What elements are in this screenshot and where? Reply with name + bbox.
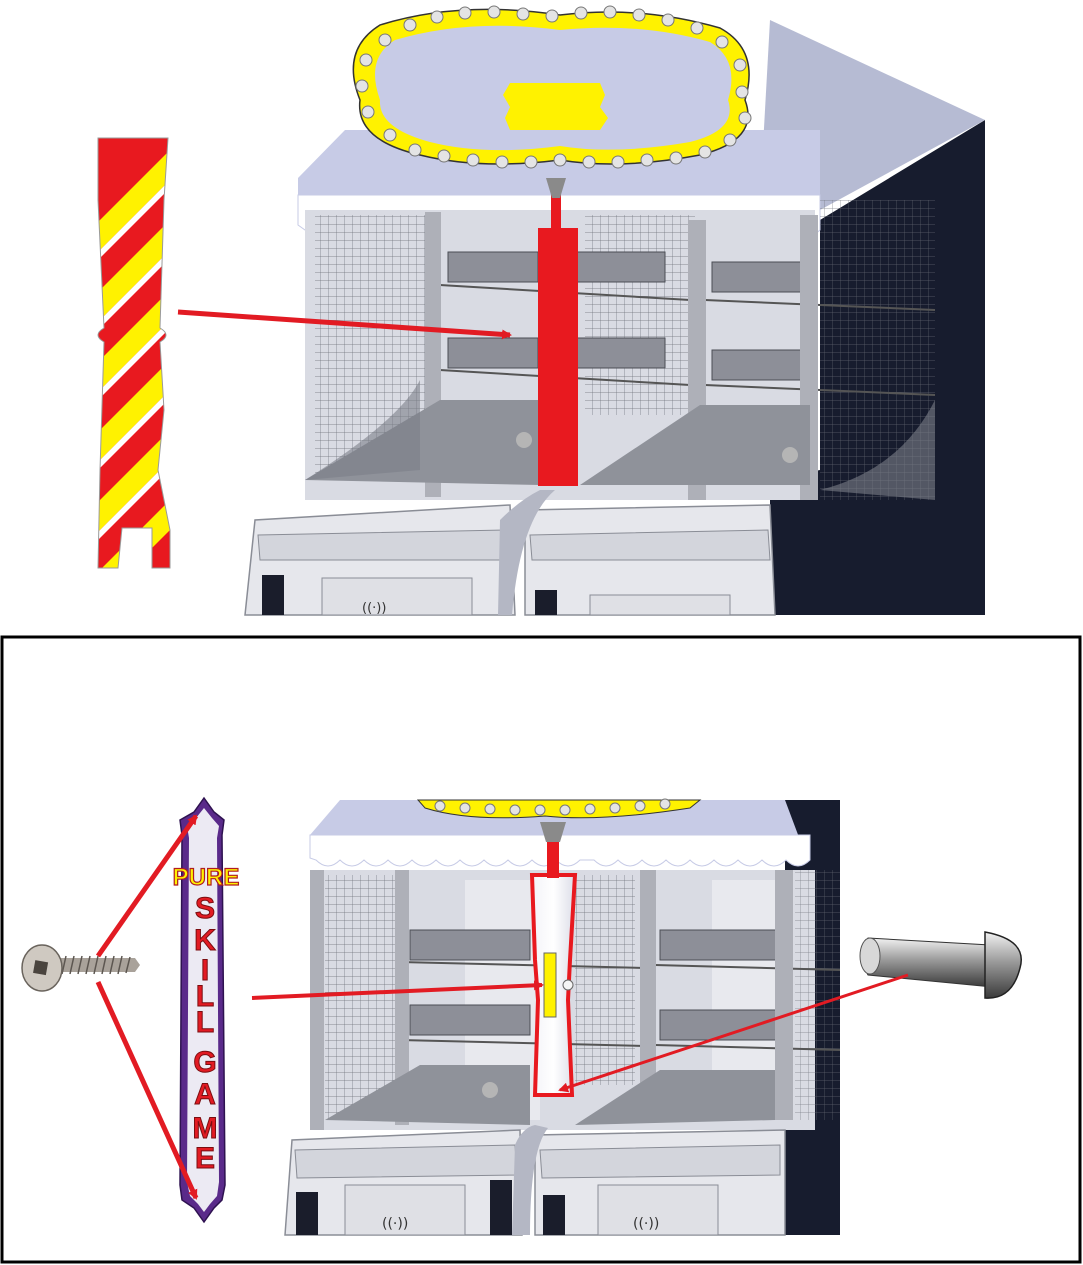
- speaker-icon-right: ((·)): [633, 1216, 659, 1232]
- arcade-machine-top: ((·)): [245, 6, 985, 616]
- decal-letter: E: [195, 1142, 215, 1175]
- decal-letter: G: [193, 1046, 216, 1079]
- candy-stripe-post: [60, 120, 200, 640]
- speaker-icon: ((·)): [362, 601, 386, 616]
- top-panel: ((·)): [60, 6, 985, 640]
- arcade-machine-bottom: ((·)) ((·)): [285, 799, 840, 1235]
- decal-letters: S K I L L G A M E: [193, 892, 218, 1175]
- decal-letter: S: [195, 892, 215, 925]
- carriage-bolt-icon: [860, 932, 1021, 998]
- decal-letter: M: [193, 1112, 218, 1145]
- decal-letter: K: [194, 924, 216, 957]
- decal-letter: A: [194, 1078, 216, 1111]
- pure-skill-game-decal: PURE S K I L L G A M E: [173, 798, 240, 1222]
- square-drive-screw-icon: [22, 945, 140, 991]
- decal-word-pure: PURE: [173, 864, 240, 891]
- speaker-icon-left: ((·)): [382, 1216, 408, 1232]
- bottom-panel: ((·)) ((·)) PURE S K I L L G A M E: [22, 798, 1021, 1235]
- decal-letter: L: [196, 1006, 214, 1039]
